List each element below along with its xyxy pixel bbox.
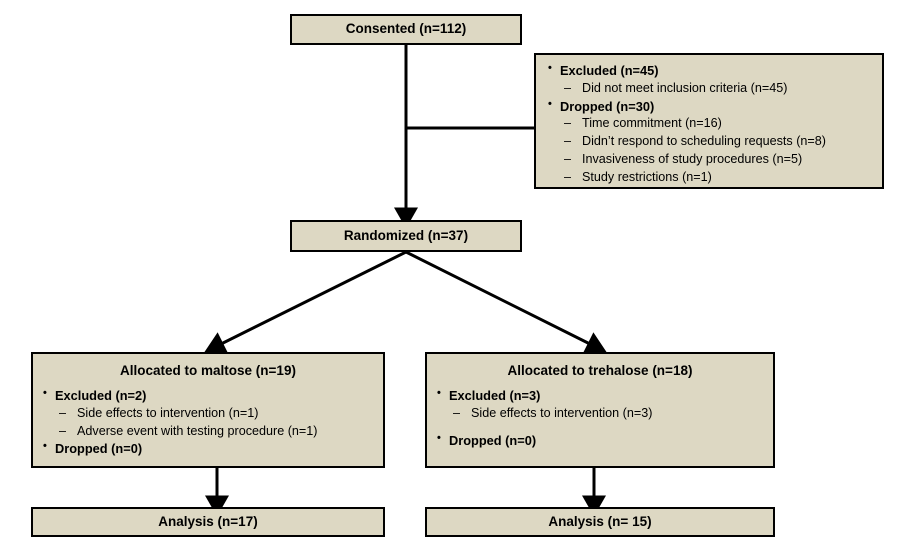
- exclusions-group-heading: Dropped (n=30): [560, 98, 655, 114]
- exclusions-sublist: Time commitment (n=16) Didn’t respond to…: [560, 115, 872, 187]
- randomized-label: Randomized (n=37): [343, 227, 469, 243]
- edge-randomized-to-trehalose: [405, 250, 607, 354]
- exclusions-sublist: Did not meet inclusion criteria (n=45): [560, 80, 872, 98]
- node-analysis-trehalose: Analysis (n= 15): [425, 507, 775, 537]
- exclusions-list: Excluded (n=45) Did not meet inclusion c…: [546, 61, 872, 187]
- arm-sub-item: Adverse event with testing procedure (n=…: [55, 423, 375, 441]
- analysis-trehalose-label: Analysis (n= 15): [548, 513, 652, 529]
- node-exclusions: Excluded (n=45) Did not meet inclusion c…: [534, 53, 884, 189]
- arm-sub-item: Side effects to intervention (n=3): [449, 405, 765, 423]
- list-spacer: [435, 423, 765, 432]
- exclusions-sub-item: Invasiveness of study procedures (n=5): [560, 151, 872, 169]
- arm-group-heading: Excluded (n=3): [449, 388, 541, 403]
- allocated-trehalose-list: Excluded (n=3) Side effects to intervent…: [435, 386, 765, 450]
- node-allocated-maltose: Allocated to maltose (n=19) Excluded (n=…: [31, 352, 385, 468]
- exclusions-group: Excluded (n=45) Did not meet inclusion c…: [546, 61, 872, 98]
- exclusions-group-heading: Excluded (n=45): [560, 63, 659, 78]
- arm-group-heading: Dropped (n=0): [55, 441, 143, 457]
- exclusions-sub-item: Did not meet inclusion criteria (n=45): [560, 80, 872, 98]
- arm-group: Dropped (n=0): [435, 431, 765, 450]
- consented-label: Consented (n=112): [345, 21, 467, 37]
- exclusions-sub-item: Didn’t respond to scheduling requests (n…: [560, 133, 872, 151]
- arm-group: Dropped (n=0): [41, 439, 375, 458]
- exclusions-group: Dropped (n=30) Time commitment (n=16) Di…: [546, 97, 872, 187]
- allocated-maltose-heading: Allocated to maltose (n=19): [120, 363, 296, 378]
- node-analysis-maltose: Analysis (n=17): [31, 507, 385, 537]
- arm-sub-item: Side effects to intervention (n=1): [55, 405, 375, 423]
- node-consented: Consented (n=112): [290, 14, 522, 45]
- edge-randomized-to-maltose: [204, 250, 407, 354]
- allocated-trehalose-heading: Allocated to trehalose (n=18): [507, 363, 693, 378]
- analysis-maltose-label: Analysis (n=17): [158, 513, 258, 529]
- exclusions-sub-item: Study restrictions (n=1): [560, 169, 872, 187]
- arm-sublist: Side effects to intervention (n=1) Adver…: [55, 405, 375, 441]
- arm-group: Excluded (n=3) Side effects to intervent…: [435, 386, 765, 423]
- arm-sublist: Side effects to intervention (n=3): [449, 405, 765, 423]
- arm-group-heading: Excluded (n=2): [55, 388, 147, 403]
- node-randomized: Randomized (n=37): [290, 220, 522, 252]
- exclusions-sub-item: Time commitment (n=16): [560, 115, 872, 133]
- arm-group-heading: Dropped (n=0): [449, 432, 537, 448]
- arm-group: Excluded (n=2) Side effects to intervent…: [41, 386, 375, 441]
- allocated-maltose-list: Excluded (n=2) Side effects to intervent…: [41, 386, 375, 458]
- node-allocated-trehalose: Allocated to trehalose (n=18) Excluded (…: [425, 352, 775, 468]
